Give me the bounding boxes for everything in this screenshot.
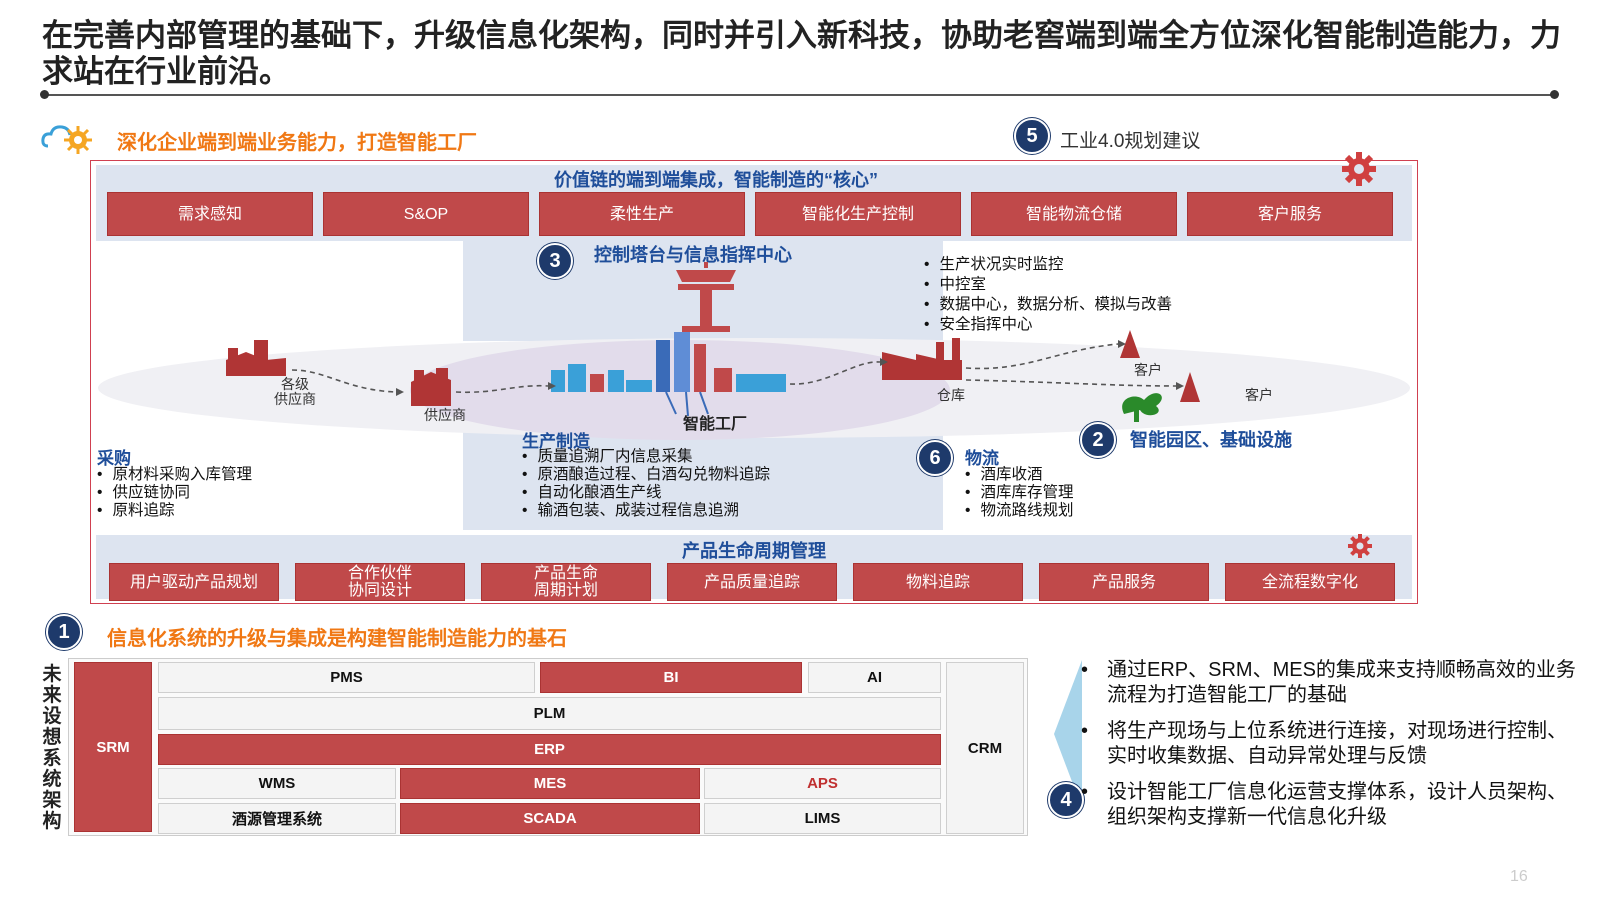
system-srm: SRM xyxy=(74,662,152,832)
badge-2: 2 xyxy=(1080,422,1116,458)
section-main-title: 深化企业端到端业务能力，打造智能工厂 xyxy=(117,132,477,154)
plm-item-partner-design: 合作伙伴 协同设计 xyxy=(295,563,465,601)
callout5-label: 工业4.0规划建议 xyxy=(1060,131,1201,152)
section1-title: 信息化系统的升级与集成是构建智能制造能力的基石 xyxy=(107,628,567,650)
flow-arrow-2 xyxy=(455,384,549,394)
logistics-bullet: 物流路线规划 xyxy=(965,502,1073,520)
page-title: 在完善内部管理的基础下，升级信息化架构，同时并引入新科技，协助老窖端到端全方位深… xyxy=(42,18,1561,89)
value-chain-title: 价值链的端到端集成，智能制造的“核心” xyxy=(554,170,878,190)
integration-bullet: 将生产现场与上位系统进行连接，对现场进行控制、实时收集数据、自动异常处理与反馈 xyxy=(1081,719,1585,769)
label-warehouse: 仓库 xyxy=(937,387,965,403)
logistics-bullet: 酒库库存管理 xyxy=(965,484,1073,502)
vc-item-smart-control: 智能化生产控制 xyxy=(755,192,961,236)
vc-item-demand-sensing: 需求感知 xyxy=(107,192,313,236)
purchase-title: 采购 xyxy=(97,449,131,468)
system-lims: LIMS xyxy=(704,803,941,834)
production-bullet: 输酒包装、成装过程信息追溯 xyxy=(522,502,770,520)
vc-item-customer-service: 客户服务 xyxy=(1187,192,1393,236)
plm-item-digitalization: 全流程数字化 xyxy=(1225,563,1395,601)
purchase-bullet: 原材料采购入库管理 xyxy=(97,466,252,484)
badge-5: 5 xyxy=(1014,118,1050,154)
system-liquor-source: 酒源管理系统 xyxy=(158,803,396,834)
badge-1: 1 xyxy=(46,614,82,650)
system-bi: BI xyxy=(540,662,802,693)
system-erp: ERP xyxy=(158,734,941,765)
customer-marker-2 xyxy=(1180,372,1200,402)
ct-bullet: 数据中心，数据分析、模拟与改善 xyxy=(924,295,1172,315)
flow-arrow-5 xyxy=(965,379,1177,387)
label-customer-1: 客户 xyxy=(1134,362,1162,378)
label-customer-2: 客户 xyxy=(1245,387,1273,403)
plm-item-material-tracking: 物料追踪 xyxy=(853,563,1023,601)
flow-arrow-1 xyxy=(291,369,397,393)
plm-item-user-planning: 用户驱动产品规划 xyxy=(109,563,279,601)
integration-bullet: 通过ERP、SRM、MES的集成来支持顺畅高效的业务流程为打造智能工厂的基础 xyxy=(1081,658,1585,708)
purchase-bullets: 原材料采购入库管理 供应链协同 原料追踪 xyxy=(97,466,252,520)
flow-arrow-4 xyxy=(965,343,1119,370)
supplier-factory-icon-2 xyxy=(411,368,451,406)
warehouse-icon xyxy=(882,338,962,380)
label-supplier: 供应商 xyxy=(424,407,466,423)
production-bullet: 质量追溯厂内信息采集 xyxy=(522,448,770,466)
control-tower-icon xyxy=(668,262,744,334)
park-title: 智能园区、基础设施 xyxy=(1130,430,1292,450)
badge-4: 4 xyxy=(1048,782,1084,818)
supply-flow-illustration xyxy=(226,330,1200,422)
integration-bullets: 通过ERP、SRM、MES的集成来支持顺畅高效的业务流程为打造智能工厂的基础 将… xyxy=(1081,658,1585,841)
ct-bullet: 中控室 xyxy=(924,275,1172,295)
title-divider xyxy=(44,94,1554,96)
gear-icon xyxy=(1344,533,1376,559)
system-wms: WMS xyxy=(158,768,396,799)
system-aps: APS xyxy=(704,768,941,799)
control-tower-title: 控制塔台与信息指挥中心 xyxy=(594,245,792,265)
production-bullets: 质量追溯厂内信息采集 原酒酿造过程、白酒勾兑物料追踪 自动化酿酒生产线 输酒包装… xyxy=(522,448,770,520)
customer-marker-1 xyxy=(1120,330,1140,358)
system-plm: PLM xyxy=(158,697,941,730)
purchase-bullet: 原料追踪 xyxy=(97,502,252,520)
badge-3: 3 xyxy=(537,243,573,279)
production-bullet: 原酒酿造过程、白酒勾兑物料追踪 xyxy=(522,466,770,484)
plm-item-product-service: 产品服务 xyxy=(1039,563,1209,601)
logistics-title: 物流 xyxy=(965,449,999,468)
production-bullet: 自动化酿酒生产线 xyxy=(522,484,770,502)
bracket-connector xyxy=(1054,660,1082,808)
system-crm: CRM xyxy=(946,662,1024,834)
label-multi-supplier: 各级 供应商 xyxy=(274,376,316,407)
plant-icon xyxy=(1122,393,1162,422)
ct-bullet: 生产状况实时监控 xyxy=(924,255,1172,275)
vc-item-smart-logistics: 智能物流仓储 xyxy=(971,192,1177,236)
vc-item-sop: S&OP xyxy=(323,192,529,236)
purchase-bullet: 供应链协同 xyxy=(97,484,252,502)
plm-item-lifecycle-plan: 产品生命 周期计划 xyxy=(481,563,651,601)
vc-item-flexible-production: 柔性生产 xyxy=(539,192,745,236)
divider-dot-left xyxy=(40,90,49,99)
smart-factory-icon xyxy=(551,332,786,417)
system-pms: PMS xyxy=(158,662,535,693)
gear-icon xyxy=(1340,150,1378,188)
integration-bullet: 设计智能工厂信息化运营支撑体系，设计人员架构、组织架构支撑新一代信息化升级 xyxy=(1081,780,1585,830)
plm-title: 产品生命周期管理 xyxy=(682,541,826,561)
control-tower-bullets: 生产状况实时监控 中控室 数据中心，数据分析、模拟与改善 安全指挥中心 xyxy=(924,255,1172,335)
logistics-bullet: 酒库收酒 xyxy=(965,466,1073,484)
supplier-factory-icon-1 xyxy=(226,340,286,376)
ct-bullet: 安全指挥中心 xyxy=(924,315,1172,335)
system-ai: AI xyxy=(808,662,941,693)
system-mes: MES xyxy=(400,768,700,799)
page-number: 16 xyxy=(1510,868,1528,885)
system-scada: SCADA xyxy=(400,803,700,834)
production-title: 生产制造 xyxy=(522,432,590,451)
badge-6: 6 xyxy=(917,440,953,476)
flow-arrow-3 xyxy=(789,361,881,385)
cloud-gear-icon xyxy=(40,118,100,158)
smart-factory-frame xyxy=(90,160,1418,604)
divider-dot-right xyxy=(1550,90,1559,99)
architecture-vertical-label: 未来设想系统架构 xyxy=(42,664,62,832)
label-smart-factory: 智能工厂 xyxy=(683,416,748,433)
logistics-bullets: 酒库收酒 酒库库存管理 物流路线规划 xyxy=(965,466,1073,520)
plm-item-quality-tracking: 产品质量追踪 xyxy=(667,563,837,601)
